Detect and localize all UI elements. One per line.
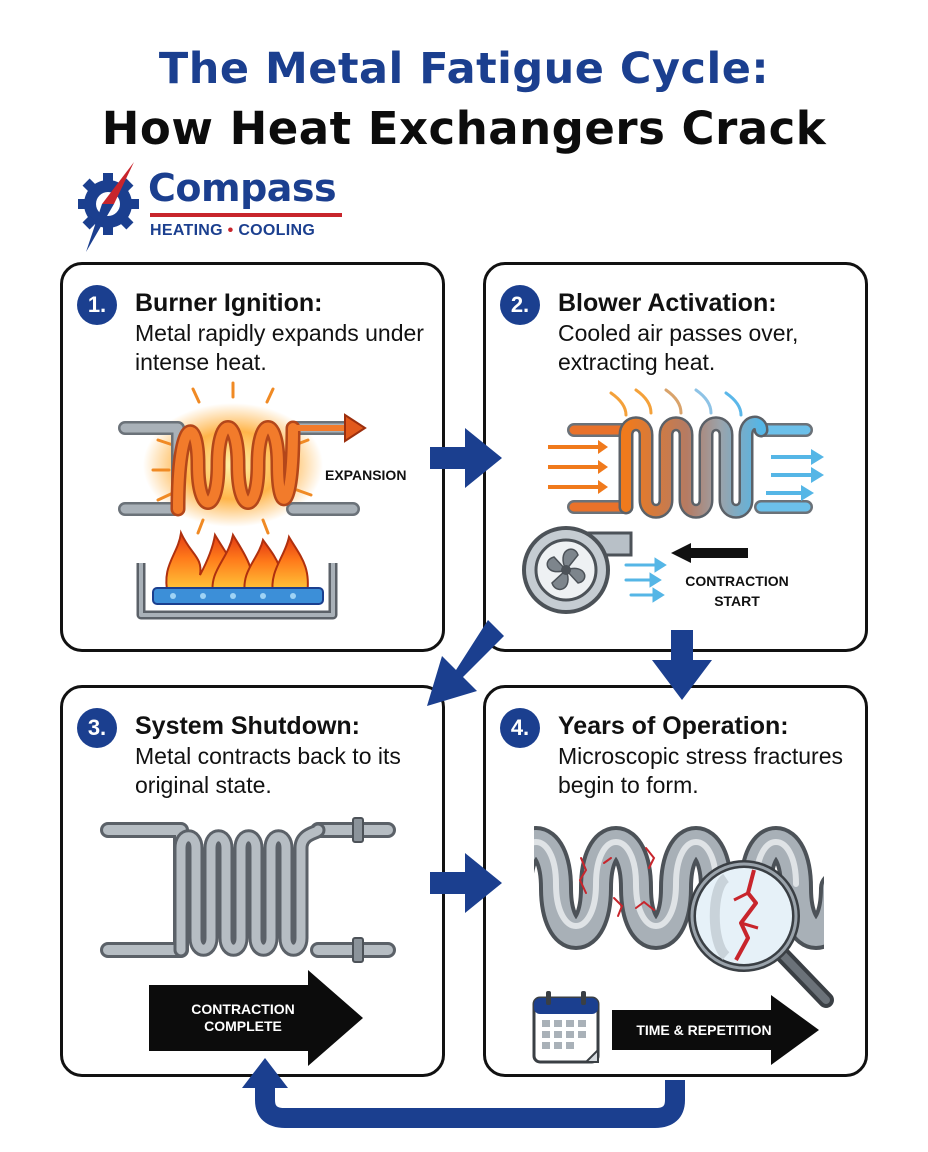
logo-brand-text: Compass bbox=[148, 166, 337, 210]
title-line-1: The Metal Fatigue Cycle: bbox=[158, 44, 770, 94]
logo-sub-heating: HEATING bbox=[150, 222, 223, 239]
label-line: CONTRACTION bbox=[685, 573, 789, 589]
time-repetition-label: TIME & REPETITION bbox=[636, 1022, 772, 1038]
step-description: Cooled air passes over, extracting heat. bbox=[558, 320, 799, 375]
arrow-down-icon bbox=[652, 630, 712, 700]
blower-fan-icon bbox=[522, 526, 633, 614]
step-description: Metal rapidly expands under intense heat… bbox=[135, 320, 424, 375]
arrow-right-icon bbox=[430, 428, 502, 488]
step-title: System Shutdown: bbox=[135, 712, 361, 740]
company-logo: Compass HEATING • COOLING bbox=[78, 160, 358, 255]
logo-sub-dot: • bbox=[227, 222, 234, 239]
step-title: Blower Activation: bbox=[558, 289, 777, 317]
calendar-icon bbox=[532, 991, 600, 1064]
title-line-2: How Heat Exchangers Crack bbox=[101, 102, 827, 155]
contraction-start-label: CONTRACTION START bbox=[672, 571, 802, 611]
label-line: COMPLETE bbox=[204, 1018, 282, 1034]
step-number-badge: 1. bbox=[77, 285, 117, 325]
magnifier-icon bbox=[688, 860, 834, 1008]
logo-sub-cooling: COOLING bbox=[238, 222, 316, 239]
contraction-complete-label: CONTRACTION COMPLETE bbox=[163, 1001, 323, 1035]
logo-subtitle: HEATING • COOLING bbox=[150, 222, 315, 240]
step-number-badge: 3. bbox=[77, 708, 117, 748]
arrow-up-icon bbox=[242, 1058, 288, 1088]
step-title: Burner Ignition: bbox=[135, 289, 323, 317]
step-number-badge: 2. bbox=[500, 285, 540, 325]
step-title: Years of Operation: bbox=[558, 712, 789, 740]
compass-gear-logo-icon bbox=[78, 162, 139, 252]
label-line: CONTRACTION bbox=[191, 1001, 295, 1017]
step-description: Microscopic stress fractures begin to fo… bbox=[558, 743, 844, 798]
step-description: Metal contracts back to its original sta… bbox=[135, 743, 401, 798]
logo-divider bbox=[150, 213, 342, 217]
step-card-1: 1. Burner Ignition: Metal rapidly expand… bbox=[60, 262, 445, 652]
return-loop-arrow bbox=[255, 1080, 685, 1128]
cooling-illustration bbox=[522, 388, 824, 614]
step-number-badge: 4. bbox=[500, 708, 540, 748]
arrow-diagonal-icon bbox=[427, 620, 504, 706]
expansion-illustration bbox=[118, 381, 367, 620]
label-line: START bbox=[714, 593, 760, 609]
arrow-right-icon bbox=[430, 853, 502, 913]
crack-icon bbox=[578, 847, 656, 917]
fatigue-illustration bbox=[532, 826, 834, 1065]
flame-icon bbox=[165, 529, 309, 596]
contracted-coil-illustration bbox=[100, 817, 396, 1066]
expansion-label: EXPANSION bbox=[325, 467, 407, 483]
step-card-3: 3. System Shutdown: Metal contracts back… bbox=[60, 685, 445, 1077]
